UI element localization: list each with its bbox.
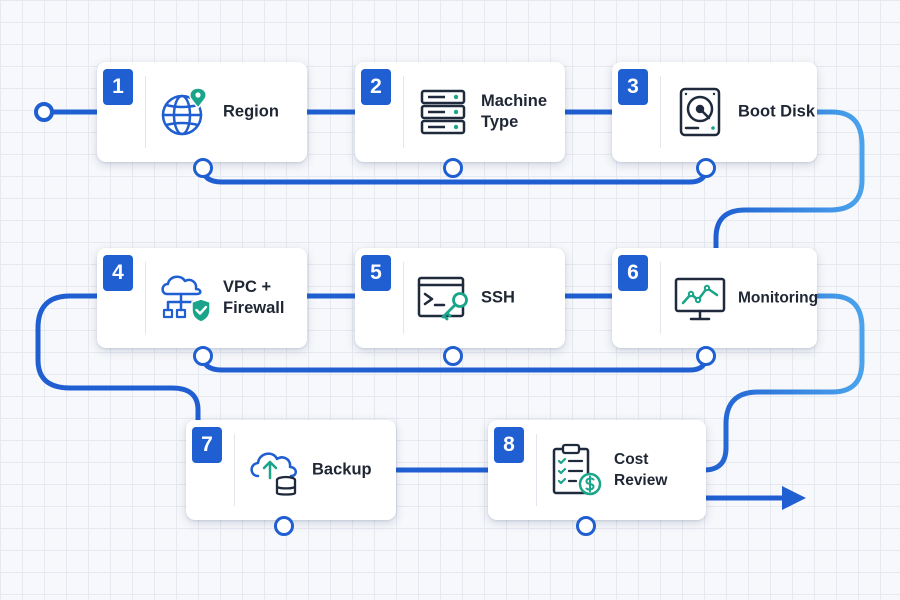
step-number-badge: 5	[361, 255, 391, 291]
end-arrow-head	[782, 486, 806, 510]
step-card-backup[interactable]: 7 Backup	[186, 420, 396, 520]
step-number-badge: 2	[361, 69, 391, 105]
step-card-ssh[interactable]: 5 SSH	[355, 248, 565, 348]
card-divider	[234, 434, 235, 506]
step-number-badge: 7	[192, 427, 222, 463]
hard-disk-icon	[679, 87, 721, 137]
step-card-region[interactable]: 1 Region	[97, 62, 307, 162]
port-step-2[interactable]	[443, 158, 463, 178]
port-step-8[interactable]	[576, 516, 596, 536]
port-step-5[interactable]	[443, 346, 463, 366]
globe-pin-icon	[161, 87, 207, 136]
card-divider	[536, 434, 537, 506]
step-card-machine-type[interactable]: 2 Machine Type	[355, 62, 565, 162]
port-step-6[interactable]	[696, 346, 716, 366]
card-divider	[403, 76, 404, 148]
step-label: SSH	[481, 288, 515, 307]
card-divider	[145, 262, 146, 334]
clipboard-checklist-dollar-icon	[552, 443, 602, 496]
monitor-chart-icon	[674, 277, 726, 321]
port-step-7[interactable]	[274, 516, 294, 536]
step-label: Cost Review	[614, 451, 668, 489]
step-label: Backup	[312, 460, 372, 479]
step-label: Boot Disk	[738, 102, 816, 121]
connector-3-6	[713, 109, 865, 253]
step-label: Monitoring	[738, 289, 819, 307]
step-card-vpc-firewall[interactable]: 4 VPC + Firewall	[97, 248, 307, 348]
card-divider	[660, 262, 661, 334]
card-divider	[660, 76, 661, 148]
step-number-badge: 3	[618, 69, 648, 105]
server-rack-icon	[420, 89, 466, 135]
step-card-boot-disk[interactable]: 3 Boot Disk	[612, 62, 817, 162]
step-label: VPC + Firewall	[223, 278, 285, 317]
cloud-upload-database-icon	[250, 452, 297, 496]
step-label: Machine Type	[481, 92, 548, 131]
step-card-cost-review[interactable]: 8 Cost Review	[488, 420, 706, 520]
card-divider	[403, 262, 404, 334]
terminal-key-icon	[417, 276, 468, 321]
step-label: Region	[223, 102, 279, 121]
card-divider	[145, 76, 146, 148]
port-step-4[interactable]	[193, 346, 213, 366]
step-card-monitoring[interactable]: 6 Monitoring	[612, 248, 819, 348]
connector-6-8	[701, 293, 865, 473]
step-number-badge: 4	[103, 255, 133, 291]
port-step-1[interactable]	[193, 158, 213, 178]
cloud-network-shield-icon	[161, 275, 211, 323]
step-number-badge: 6	[618, 255, 648, 291]
start-node	[34, 102, 54, 122]
connector-4-7	[35, 293, 201, 425]
step-number-badge: 1	[103, 69, 133, 105]
step-number-badge: 8	[494, 427, 524, 463]
port-step-3[interactable]	[696, 158, 716, 178]
